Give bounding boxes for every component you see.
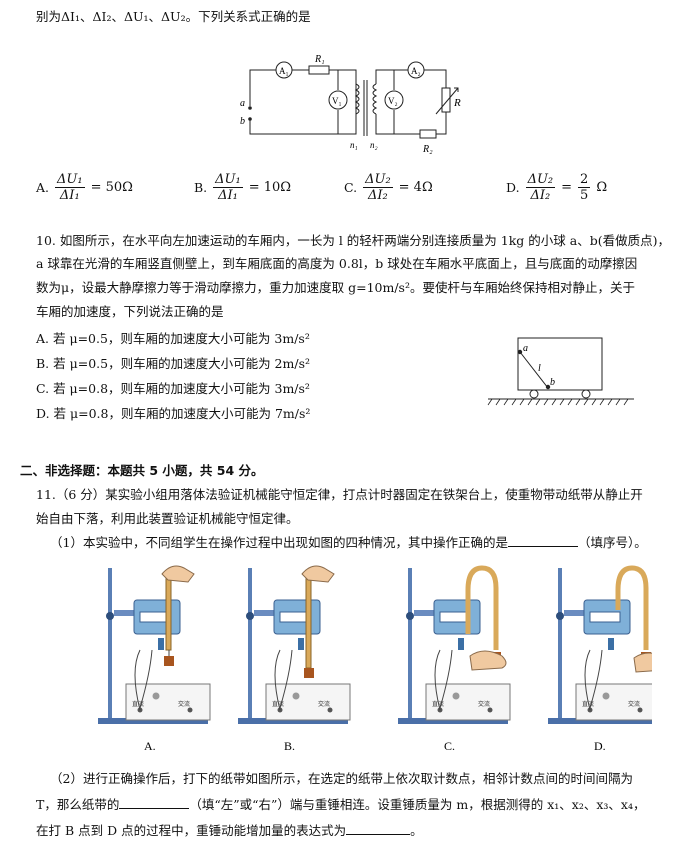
q11-line-1: 11.（6 分）某实验小组用落体法验证机械能守恒定律，打点计时器固定在铁架台上，… <box>36 487 643 502</box>
figure-a <box>96 565 212 726</box>
figure-label-b: B. <box>284 739 295 753</box>
fig-label-b: b <box>550 377 555 388</box>
rheostat-r <box>441 87 451 113</box>
q10-option-a[interactable]: A. 若 μ=0.5，则车厢的加速度大小可能为 3m/s² <box>36 331 310 346</box>
q11-line-2: 始自由下落，利用此装置验证机械能守恒定律。 <box>36 511 299 526</box>
q9-intro: 别为ΔI₁、ΔI₂、ΔU₁、ΔU₂。下列关系式正确的是 <box>36 9 311 24</box>
label-r1: R₁ <box>314 54 325 65</box>
label-r: R <box>453 97 461 109</box>
figure-b <box>236 565 352 726</box>
label-r2: R₂ <box>422 144 433 155</box>
apparatus-figures: 直流 交流 直流 交流 直流 交流 直流 交流 A. B. C. D. <box>96 565 652 753</box>
wheel-right <box>581 389 591 399</box>
figure-label-d: D. <box>594 739 606 753</box>
q11-sub1: （1）本实验中，不同组学生在操作过程中出现如图的四种情况，其中操作正确的是（填序… <box>50 535 647 550</box>
svg-text:交流: 交流 <box>628 700 640 708</box>
carriage-figure: a l b <box>487 337 634 406</box>
voltmeter-v2 <box>384 90 404 110</box>
svg-text:直流: 直流 <box>432 700 444 708</box>
rod <box>519 351 549 389</box>
fig-label-l: l <box>538 363 541 374</box>
label-v1: V₁ <box>332 96 342 106</box>
figure-label-a: A. <box>144 739 156 753</box>
q11-sub2-line-2: T，那么纸带的（填“左”或“右”）端与重锤相连。设重锤质量为 m，根据测得的 x… <box>36 797 646 812</box>
label-a2: A₂ <box>411 66 421 76</box>
svg-text:交流: 交流 <box>318 700 330 708</box>
svg-text:直流: 直流 <box>272 700 284 708</box>
figure-c <box>396 565 512 726</box>
q11-answer-blank-1[interactable] <box>507 546 578 547</box>
label-n1: n₁ <box>350 140 358 150</box>
wheel-left <box>529 389 539 399</box>
label-n2: n₂ <box>370 140 378 150</box>
figure-d <box>546 565 652 726</box>
voltmeter-v1 <box>328 90 348 110</box>
carriage-body <box>517 337 603 391</box>
circuit-diagram: A₁ R₁ V₁ A₂ V₂ R R₂ a b n₁ n₂ <box>240 54 461 155</box>
svg-text:交流: 交流 <box>478 700 490 708</box>
svg-text:直流: 直流 <box>582 700 594 708</box>
label-a1: A₁ <box>279 66 289 76</box>
label-a: a <box>240 98 245 109</box>
q10-line-2: a 球靠在光滑的车厢竖直侧壁上，到车厢底面的高度为 0.8l，b 球处在车厢水平… <box>36 256 638 271</box>
label-b: b <box>240 116 245 127</box>
q11-sub2-line-3: 在打 B 点到 D 点的过程中，重锤动能增加量的表达式为。 <box>36 823 423 838</box>
figure-label-c: C. <box>444 739 455 753</box>
q11-answer-blank-3[interactable] <box>346 834 411 835</box>
q10-line-3: 数为μ，设最大静摩擦力等于滑动摩擦力，重力加速度取 g=10m/s²。要使杆与车… <box>36 280 635 295</box>
svg-text:直流: 直流 <box>132 700 144 708</box>
section-2-title: 二、非选择题：本题共 5 小题，共 54 分。 <box>20 463 264 478</box>
q11-sub2-line-1: （2）进行正确操作后，打下的纸带如图所示，在选定的纸带上依次取计数点，相邻计数点… <box>50 771 633 786</box>
q10-line-4: 车厢的加速度，下列说法正确的是 <box>36 304 224 319</box>
q10-option-d[interactable]: D. 若 μ=0.8，则车厢的加速度大小可能为 7m/s² <box>36 406 311 421</box>
label-v2: V₂ <box>388 96 398 106</box>
q11-answer-blank-2[interactable] <box>119 808 190 809</box>
svg-text:交流: 交流 <box>178 700 190 708</box>
q10-line-1: 10. 如图所示，在水平向左加速运动的车厢内，一长为 l 的轻杆两端分别连接质量… <box>36 233 670 248</box>
q10-option-b[interactable]: B. 若 μ=0.5，则车厢的加速度大小可能为 2m/s² <box>36 356 310 371</box>
q10-option-c[interactable]: C. 若 μ=0.8，则车厢的加速度大小可能为 3m/s² <box>36 381 310 396</box>
fig-label-a: a <box>523 343 528 354</box>
